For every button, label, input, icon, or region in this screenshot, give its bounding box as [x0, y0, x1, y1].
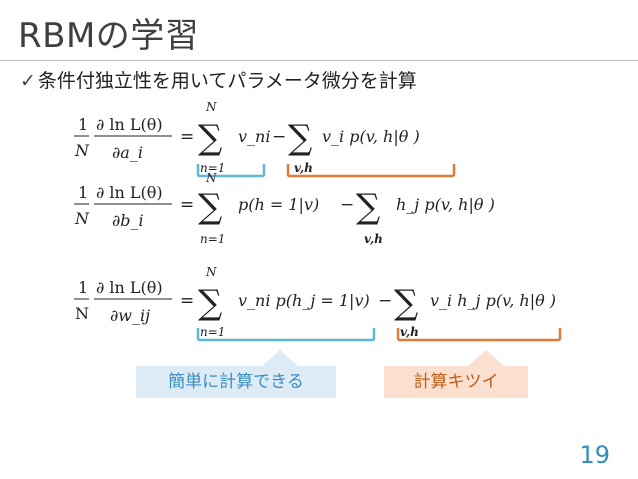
eq3-blue-bracket: [196, 328, 376, 342]
eq1-minus: −: [272, 127, 286, 147]
eq1-sum-sign: ∑: [198, 118, 222, 158]
eq3-frac-num: 1: [78, 278, 88, 297]
eq2-deriv-den: ∂b_i: [112, 211, 144, 230]
bullet-item: ✓条件付独立性を用いてパラメータ微分を計算: [20, 66, 417, 93]
eq1-deriv-den: ∂a_i: [112, 143, 143, 162]
eq1-blue-bracket: [196, 164, 266, 178]
eq2-term2: h_j p(v, h|θ ): [396, 195, 495, 214]
equation-1: 1 N ∂ ln L(θ) ∂a_i = N ∑ n=1 v_ni − ∑ v,…: [74, 100, 456, 178]
eq2-sum-upper: N: [205, 171, 217, 185]
equation-2: 1 N ∂ ln L(θ) ∂b_i = N ∑ n=1 p(h = 1|v) …: [74, 171, 495, 246]
slide-title: RBMの学習: [18, 16, 200, 56]
eq3-sum-upper: N: [205, 265, 217, 279]
eq3-deriv-den: ∂w_ij: [110, 306, 150, 325]
eq2-sum2-lower: v,h: [364, 232, 383, 246]
eq3-orange-bracket: [396, 328, 562, 342]
equation-3: 1 N ∂ ln L(θ) ∂w_ij = N ∑ n=1 v_ni p(h_j…: [74, 265, 562, 342]
eq3-sum-lower: n=1: [200, 325, 225, 339]
eq2-sum-sign: ∑: [198, 187, 222, 227]
eq2-term1: p(h = 1|v): [238, 195, 319, 214]
easy-callout: 簡単に計算できる: [136, 366, 336, 398]
eq1-sum-upper: N: [205, 100, 217, 114]
eq1-term2: v_i p(v, h|θ ): [322, 127, 420, 146]
eq2-equals: =: [180, 195, 194, 215]
eq2-sum-lower: n=1: [200, 232, 225, 246]
eq1-frac-num: 1: [78, 115, 88, 134]
bullet-text: 条件付独立性を用いてパラメータ微分を計算: [37, 70, 417, 92]
eq3-deriv-num: ∂ ln L(θ): [96, 278, 163, 297]
eq3-frac-den: N: [75, 304, 89, 323]
eq3-sum2-sign: ∑: [394, 283, 418, 323]
eq3-sum-sign: ∑: [198, 283, 222, 323]
eq1-equals: =: [180, 127, 194, 147]
eq2-minus: −: [340, 195, 354, 215]
hard-callout: 計算キツイ: [384, 366, 528, 398]
easy-callout-pointer: [262, 350, 298, 366]
eq3-sum2-lower: v,h: [400, 325, 419, 339]
page-number: 19: [579, 441, 610, 469]
eq1-sum2-lower: v,h: [294, 161, 313, 175]
eq3-term2: v_i h_j p(v, h|θ ): [430, 291, 556, 310]
checkmark-icon: ✓: [20, 70, 36, 92]
title-divider: [0, 60, 638, 61]
eq1-term1: v_ni: [238, 127, 270, 146]
eq1-deriv-num: ∂ ln L(θ): [96, 115, 163, 134]
eq3-minus: −: [378, 291, 392, 311]
eq1-orange-bracket: [286, 164, 456, 178]
eq3-term1: v_ni p(h_j = 1|v): [238, 291, 370, 310]
eq1-sum-lower: n=1: [200, 161, 225, 175]
eq2-sum2-sign: ∑: [356, 187, 380, 227]
eq2-deriv-num: ∂ ln L(θ): [96, 183, 163, 202]
hard-callout-pointer: [468, 350, 504, 366]
eq1-frac-den: N: [74, 141, 90, 160]
eq2-frac-num: 1: [78, 183, 88, 202]
eq3-equals: =: [180, 291, 194, 311]
eq2-frac-den: N: [74, 209, 90, 228]
eq1-sum2-sign: ∑: [288, 118, 312, 158]
